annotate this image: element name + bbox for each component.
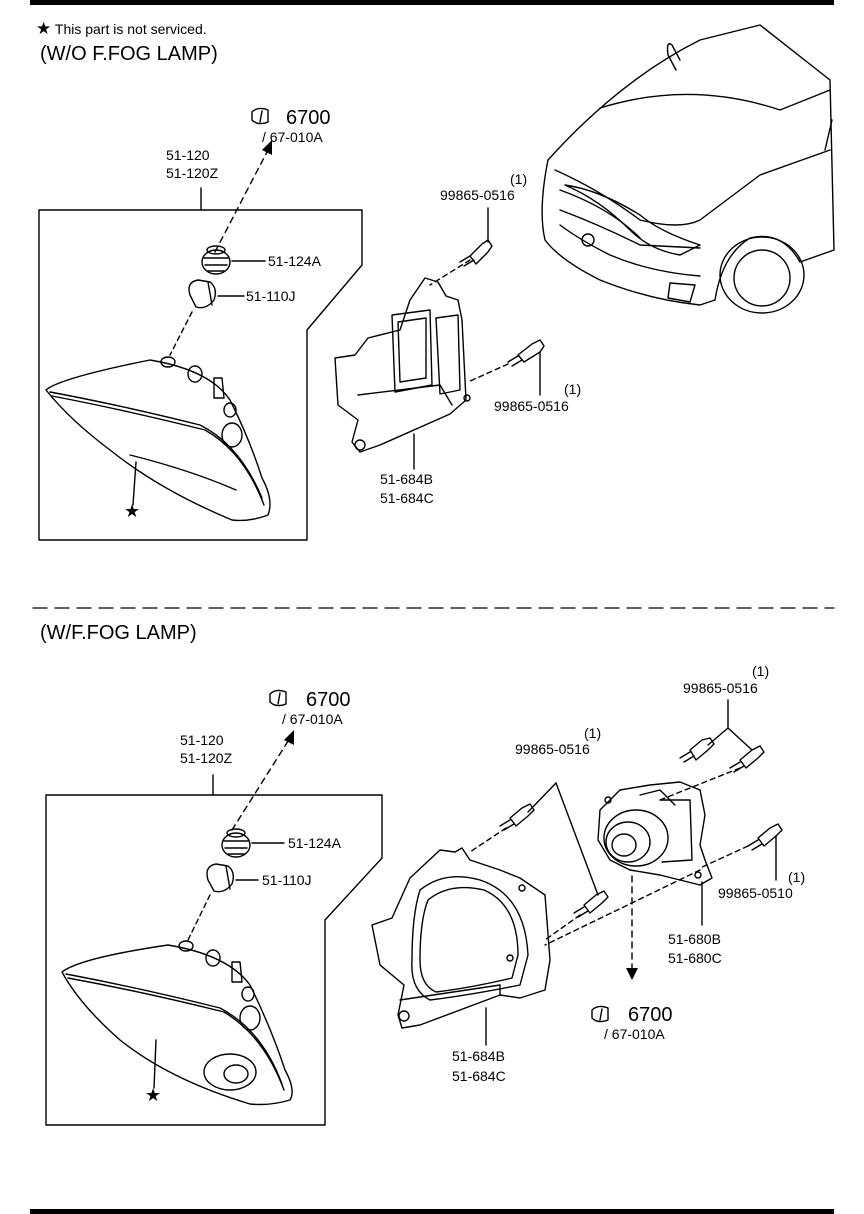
bottom-screw-b-qty: (1) [584, 725, 602, 741]
bottom-socket-label[interactable]: 51-124A [288, 835, 341, 851]
bottom-star-marker: ★ [145, 1085, 162, 1105]
bottom-lamp-part-2[interactable]: 51-120Z [180, 750, 233, 766]
top-ref-sub[interactable]: / 67-010A [262, 129, 323, 145]
top-screw-2-qty: (1) [564, 381, 582, 397]
top-star-marker: ★ [124, 501, 141, 521]
fog-lamp-label-2[interactable]: 51-680C [668, 950, 722, 966]
bottom-bulb-label[interactable]: 51-110J [262, 872, 312, 888]
top-screw-2-shape [507, 339, 545, 367]
top-bracket-label-1[interactable]: 51-684B [380, 471, 433, 487]
bottom-ref-main[interactable]: 6700 [306, 689, 351, 711]
top-screw-1-qty: (1) [510, 171, 528, 187]
top-screw-2-label[interactable]: 99865-0516 [494, 398, 569, 414]
bottom-ref2-main[interactable]: 6700 [628, 1004, 673, 1026]
legend-note: ★ This part is not serviced. [36, 20, 207, 37]
top-screw-1-shape [459, 239, 493, 267]
bottom-lamp-part-1[interactable]: 51-120 [180, 732, 224, 748]
top-inset-frame [38, 209, 363, 541]
top-bracket-label-2[interactable]: 51-684C [380, 490, 434, 506]
bottom-bracket-label-1[interactable]: 51-684B [452, 1048, 505, 1064]
top-ref-arrow [214, 149, 269, 253]
top-border [30, 0, 834, 5]
bottom-ref-sub[interactable]: / 67-010A [282, 711, 343, 727]
bottom-ref2-sub[interactable]: / 67-010A [604, 1026, 665, 1042]
legend-note-text: This part is not serviced. [54, 21, 207, 37]
top-lamp-part-2[interactable]: 51-120Z [166, 165, 219, 181]
car-illustration [541, 24, 835, 314]
bottom-bracket-label-2[interactable]: 51-684C [452, 1068, 506, 1084]
bottom-screw-b-label[interactable]: 99865-0516 [515, 741, 590, 757]
top-lamp-part-1[interactable]: 51-120 [166, 147, 210, 163]
top-bulb-shape [188, 279, 217, 309]
bottom-socket-shape [221, 828, 251, 858]
top-headlamp-shape [45, 356, 271, 522]
bottom-screw-a-qty: (1) [752, 663, 770, 679]
top-ref-main[interactable]: 6700 [286, 107, 331, 129]
top-socket-label[interactable]: 51-124A [268, 253, 321, 269]
bottom-border [30, 1209, 834, 1214]
star-icon: ★ [36, 19, 52, 38]
bottom-inset-frame [45, 794, 383, 1126]
bottom-ref2-icon [591, 1005, 609, 1023]
bottom-screw-a-label[interactable]: 99865-0516 [683, 680, 758, 696]
top-bracket-shape [334, 277, 471, 453]
top-socket-shape [201, 245, 231, 275]
bottom-screw-b-shape [499, 803, 609, 918]
top-star-leader [132, 461, 137, 506]
bottom-ref-icon [269, 689, 287, 707]
bottom-screw-c-shape [747, 823, 783, 851]
bottom-screw-a-shape [679, 737, 765, 773]
bottom-screw-c-label[interactable]: 99865-0510 [718, 885, 793, 901]
section-title-bottom: (W/F.FOG LAMP) [40, 622, 197, 644]
top-ref-icon [251, 107, 269, 125]
section-title-top: (W/O F.FOG LAMP) [40, 43, 218, 65]
bottom-headlamp-shape [61, 940, 293, 1106]
bottom-bulb-shape [206, 863, 235, 893]
bottom-bracket-shape [371, 847, 551, 1029]
bottom-screw-c-qty: (1) [788, 869, 806, 885]
fog-lamp-label-1[interactable]: 51-680B [668, 931, 721, 947]
fog-lamp-shape [597, 781, 713, 886]
top-bulb-label[interactable]: 51-110J [246, 288, 296, 304]
top-screw-1-label[interactable]: 99865-0516 [440, 187, 515, 203]
